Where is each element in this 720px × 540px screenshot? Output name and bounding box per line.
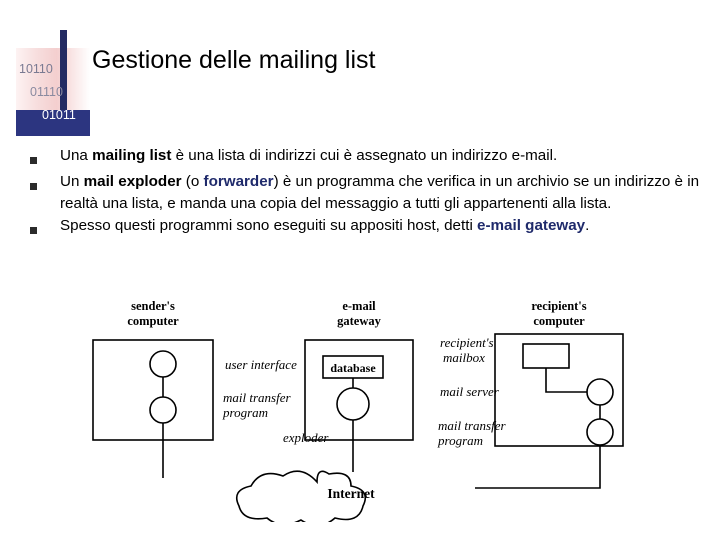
label-user-interface: user interface <box>225 357 297 372</box>
decorative-logo: 10110 01110 01011 <box>16 30 106 140</box>
square-bullet-icon <box>30 215 60 240</box>
logo-digits-row-3: 01011 <box>42 108 76 122</box>
list-item: Spesso questi programmi sono eseguiti su… <box>30 215 700 240</box>
bullet-text-2: Un mail exploder (o forwarder) è un prog… <box>60 171 700 214</box>
list-item: Una mailing list è una lista di indirizz… <box>30 145 700 170</box>
label-database: database <box>330 361 376 375</box>
svg-text:gateway: gateway <box>337 314 381 328</box>
label-recipients-mailbox: recipient's <box>440 335 494 350</box>
logo-vertical-bar <box>60 30 67 118</box>
svg-text:computer: computer <box>127 314 179 328</box>
label-mail-transfer-program-left: mail transfer <box>223 390 291 405</box>
bullet-seg: Un <box>60 173 84 190</box>
square-bullet-icon <box>30 171 60 196</box>
label-email-gateway: e-mail <box>342 299 376 313</box>
label-recipients-computer: recipient's <box>531 299 586 313</box>
svg-text:mailbox: mailbox <box>443 350 485 365</box>
bullet-seg-emphasis: forwarder <box>203 173 274 190</box>
logo-horizontal-bar <box>16 110 90 136</box>
logo-digits-row-2: 01110 <box>30 85 63 99</box>
svg-text:computer: computer <box>533 314 585 328</box>
label-mail-transfer-program-right: mail transfer <box>438 418 506 433</box>
bullet-seg: Una <box>60 147 93 164</box>
bullet-seg: è una lista di indirizzi cui è assegnato… <box>171 147 558 164</box>
logo-digits-row-1: 10110 <box>19 62 53 76</box>
bullet-seg: (o <box>181 173 204 190</box>
bullet-seg: . <box>585 217 590 234</box>
square-bullet-icon <box>30 145 60 170</box>
bullet-seg-emphasis: e-mail gateway <box>477 217 586 234</box>
page-title: Gestione delle mailing list <box>92 46 376 74</box>
bullet-list: Una mailing list è una lista di indirizz… <box>30 145 700 241</box>
svg-text:program: program <box>437 433 483 448</box>
bullet-text-3: Spesso questi programmi sono eseguiti su… <box>60 215 700 237</box>
svg-text:program: program <box>222 405 268 420</box>
bullet-seg-bold: mailing list <box>92 147 172 164</box>
logo-gradient <box>16 48 90 110</box>
bullet-seg: Spesso questi programmi sono eseguiti su… <box>60 217 478 234</box>
bullet-seg-bold: mail exploder <box>83 173 182 190</box>
bullet-seg: ) è un programma che verifica in un arch… <box>60 173 700 212</box>
mailing-list-diagram: sender's computer e-mail gateway recipie… <box>55 292 675 522</box>
label-senders-computer: sender's <box>131 299 175 313</box>
label-mail-server: mail server <box>440 384 500 399</box>
bullet-text-1: Una mailing list è una lista di indirizz… <box>60 145 700 167</box>
label-exploder: exploder <box>283 430 329 445</box>
list-item: Un mail exploder (o forwarder) è un prog… <box>30 171 700 214</box>
label-internet: Internet <box>327 486 375 501</box>
